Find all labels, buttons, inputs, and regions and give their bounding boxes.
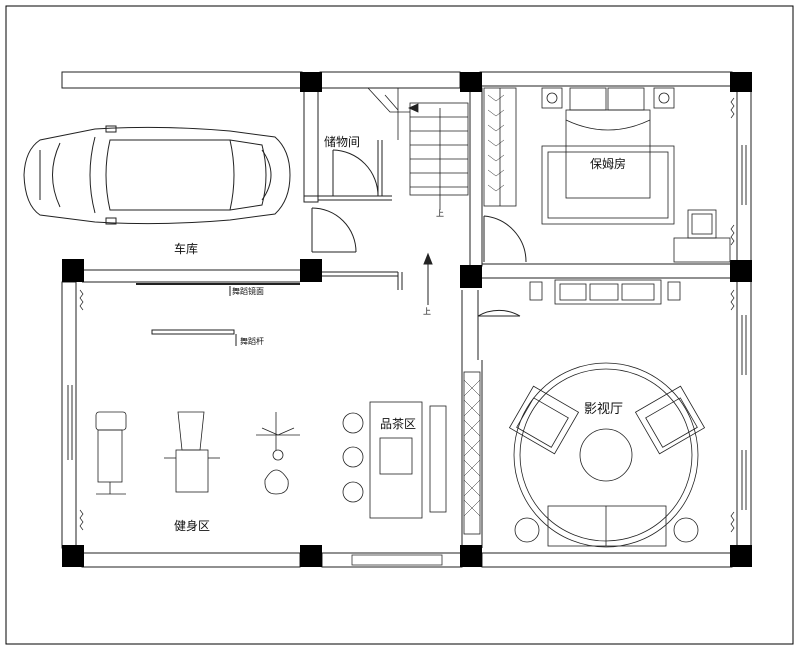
dance-bar — [151, 329, 235, 335]
storage-room-label: 储物间 — [324, 134, 360, 149]
gym-label: 健身区 — [174, 518, 210, 533]
theater-door — [477, 309, 521, 358]
nanny-room-chair — [673, 209, 731, 263]
bench-press — [95, 411, 127, 495]
stair-up-label-2: 上 — [423, 307, 431, 316]
storage-door — [332, 149, 379, 197]
staircase — [367, 87, 469, 210]
decorative-partition — [463, 371, 481, 535]
dance-mirror-label: 舞蹈镜面 — [232, 286, 264, 296]
tea-table-set — [342, 401, 447, 519]
round-sofa — [508, 362, 706, 548]
car-symbol — [23, 125, 291, 225]
dance-bar-label: 舞蹈杆 — [240, 336, 264, 346]
interior-walls — [82, 87, 732, 548]
drawing-frame — [5, 5, 794, 645]
exercise-bike — [256, 412, 300, 495]
garage-label: 车库 — [174, 241, 198, 256]
structural-columns — [62, 72, 752, 567]
nanny-room-door — [483, 215, 527, 263]
wardrobe — [483, 87, 517, 207]
rowing-machine — [164, 411, 220, 493]
double-bed — [541, 87, 675, 225]
tea-area-label: 品茶区 — [380, 416, 416, 431]
nanny-room-label: 保姆房 — [590, 156, 626, 171]
wall-tick-marks — [79, 97, 735, 533]
stair-up-label-1: 上 — [436, 209, 444, 218]
corridor-door — [311, 207, 357, 253]
media-cabinet — [529, 279, 681, 305]
theater-label: 影视厅 — [584, 402, 623, 417]
up-arrow — [423, 252, 433, 305]
